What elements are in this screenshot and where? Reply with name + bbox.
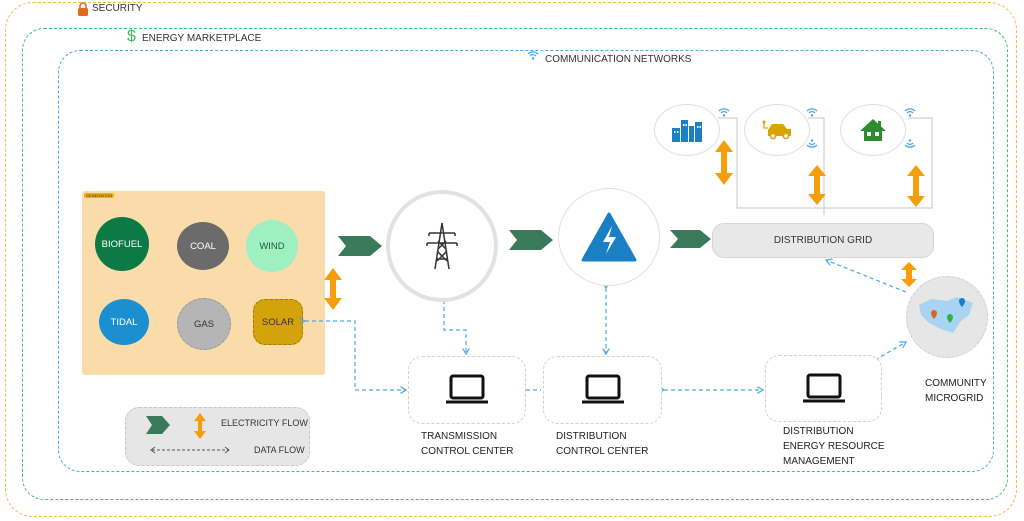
- consumer-buildings: [654, 104, 720, 156]
- source-solar: SOLAR: [253, 299, 303, 345]
- map-icon: [919, 297, 973, 333]
- transmission-tower-icon: [426, 222, 458, 270]
- data-flow-grid-microgrid: [826, 260, 907, 293]
- legend-electricity-chevron-icon: [146, 416, 170, 434]
- electricity-chevron: [338, 236, 382, 256]
- communication-networks-zone: [58, 50, 994, 472]
- laptop-icon: [802, 373, 845, 402]
- distribution-grid: DISTRIBUTION GRID: [712, 223, 934, 258]
- buildings-icon: [672, 120, 702, 142]
- source-wind: WIND: [246, 220, 298, 272]
- electricity-double-arrow: [715, 140, 733, 185]
- derm-control-center: [765, 355, 882, 422]
- consumer-connector: [718, 117, 933, 215]
- legend-electricity-flow-label: ELECTRICITY FLOW: [221, 418, 308, 428]
- derm-label: DISTRIBUTION ENERGY RESOURCE MANAGEMENT: [783, 426, 885, 467]
- source-coal: COAL: [177, 222, 229, 270]
- electricity-double-arrow: [324, 268, 342, 310]
- transmission-control-center: [408, 356, 526, 424]
- data-flow-tower-tcc: [444, 300, 466, 354]
- source-gas: GAS: [177, 298, 231, 350]
- legend-electricity-arrow-icon: [194, 413, 206, 439]
- legend: ELECTRICITY FLOW DATA FLOW: [125, 407, 310, 466]
- wifi-icon: [904, 139, 916, 148]
- community-microgrid-node: [906, 276, 988, 358]
- consumer-electric-car: [744, 104, 810, 156]
- distribution-control-center: [543, 356, 662, 424]
- wifi-icon: [527, 51, 539, 60]
- substation-node: [558, 188, 660, 286]
- wifi-icon: [806, 108, 818, 117]
- transmission-control-center-label: TRANSMISSION CONTROL CENTER: [421, 431, 514, 457]
- data-flow-derm-microgrid: [874, 342, 906, 361]
- source-tidal: TIDAL: [99, 299, 149, 345]
- lock-icon: [78, 2, 88, 16]
- laptop-icon: [446, 374, 488, 404]
- electricity-chevron: [670, 230, 711, 248]
- dollar-icon: $: [127, 28, 136, 45]
- electric-car-icon: [762, 120, 791, 140]
- community-microgrid-label: COMMUNITY MICROGRID: [925, 378, 987, 404]
- legend-data-flow-arrow-icon: [150, 446, 230, 454]
- wifi-icon: [904, 108, 916, 117]
- generation-label: GENERATION: [84, 193, 115, 198]
- data-flow-solar-transmission: [305, 321, 406, 390]
- energy-marketplace-zone: [22, 28, 1008, 500]
- distribution-control-center-label: DISTRIBUTION CONTROL CENTER: [556, 431, 649, 457]
- wifi-icon: [806, 139, 818, 148]
- house-icon: [860, 119, 886, 141]
- electricity-double-arrow: [901, 262, 917, 287]
- electricity-chevron: [509, 230, 553, 250]
- security-zone: [5, 2, 1017, 517]
- laptop-icon: [581, 374, 624, 404]
- consumer-house: [840, 104, 906, 156]
- high-voltage-icon: [581, 212, 637, 262]
- electricity-double-arrow: [808, 165, 826, 205]
- energy-marketplace-label: ENERGY MARKETPLACE: [142, 33, 262, 44]
- source-biofuel: BIOFUEL: [95, 217, 149, 271]
- communication-networks-label: COMMUNICATION NETWORKS: [545, 54, 692, 65]
- legend-data-flow-label: DATA FLOW: [254, 445, 305, 455]
- electricity-double-arrow: [907, 165, 925, 207]
- wifi-icon: [718, 108, 730, 117]
- transmission-node: [386, 190, 498, 302]
- security-label: SECURITY: [92, 3, 143, 14]
